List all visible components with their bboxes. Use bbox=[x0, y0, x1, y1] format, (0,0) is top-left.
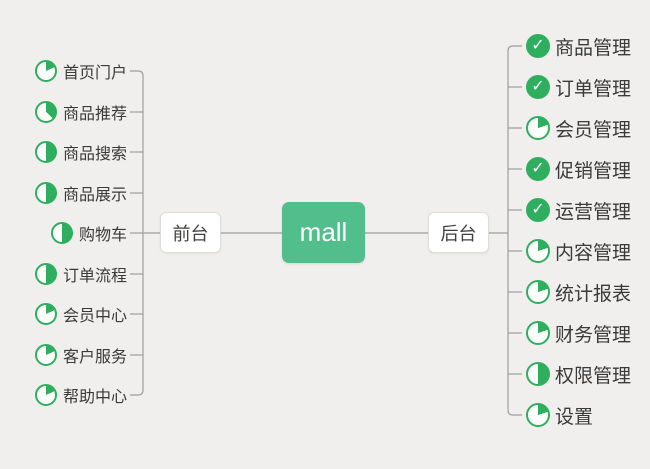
pie-progress-icon bbox=[526, 362, 550, 386]
leaf-label: 商品管理 bbox=[555, 37, 632, 59]
leaf-label: 商品搜索 bbox=[62, 146, 127, 163]
pie-progress-icon bbox=[526, 403, 550, 427]
check-circle-icon: ✓ bbox=[526, 198, 550, 222]
leaf-item[interactable]: ✓ 运营管理 bbox=[526, 197, 631, 223]
leaf-item[interactable]: 设置 bbox=[526, 402, 593, 428]
branch-node-frontend[interactable]: 前台 bbox=[160, 212, 221, 253]
leaf-label: 会员中心 bbox=[62, 308, 127, 325]
leaf-label: 购物车 bbox=[78, 227, 127, 244]
leaf-item[interactable]: 购物车 bbox=[50, 221, 127, 245]
leaf-label: 订单管理 bbox=[555, 78, 632, 100]
leaf-label: 设置 bbox=[555, 406, 594, 428]
leaf-item[interactable]: 订单流程 bbox=[34, 262, 127, 286]
leaf-label: 商品展示 bbox=[62, 187, 127, 204]
check-circle-icon: ✓ bbox=[526, 75, 550, 99]
branch-node-backend[interactable]: 后台 bbox=[428, 212, 489, 253]
leaf-item[interactable]: 帮助中心 bbox=[34, 383, 127, 407]
pie-progress-icon bbox=[526, 239, 550, 263]
leaf-item[interactable]: 权限管理 bbox=[526, 361, 631, 387]
leaf-item[interactable]: ✓ 商品管理 bbox=[526, 33, 631, 59]
leaf-label: 内容管理 bbox=[555, 242, 632, 264]
pie-progress-icon bbox=[526, 321, 550, 345]
leaf-label: 促销管理 bbox=[555, 160, 632, 182]
leaf-item[interactable]: ✓ 订单管理 bbox=[526, 74, 631, 100]
pie-progress-icon bbox=[526, 116, 550, 140]
leaf-item[interactable]: 会员管理 bbox=[526, 115, 631, 141]
leaf-label: 客户服务 bbox=[62, 349, 127, 366]
leaf-item[interactable]: 商品搜索 bbox=[34, 140, 127, 164]
leaf-item[interactable]: 客户服务 bbox=[34, 343, 127, 367]
pie-progress-icon bbox=[526, 280, 550, 304]
pie-progress-icon bbox=[34, 263, 57, 285]
pie-progress-icon bbox=[34, 101, 57, 123]
pie-progress-icon bbox=[50, 222, 73, 244]
leaf-item[interactable]: 商品推荐 bbox=[34, 100, 127, 124]
check-circle-icon: ✓ bbox=[526, 34, 550, 58]
pie-progress-icon bbox=[34, 303, 57, 325]
leaf-item[interactable]: 商品展示 bbox=[34, 181, 127, 205]
leaf-label: 商品推荐 bbox=[62, 106, 127, 123]
leaf-item[interactable]: ✓ 促销管理 bbox=[526, 156, 631, 182]
leaf-label: 权限管理 bbox=[555, 365, 632, 387]
pie-progress-icon bbox=[34, 141, 57, 163]
leaf-item[interactable]: 统计报表 bbox=[526, 279, 631, 305]
leaf-label: 首页门户 bbox=[62, 65, 127, 82]
leaf-label: 会员管理 bbox=[555, 119, 632, 141]
leaf-label: 订单流程 bbox=[62, 268, 127, 285]
root-node-mall[interactable]: mall bbox=[282, 202, 365, 263]
check-circle-icon: ✓ bbox=[526, 157, 550, 181]
leaf-item[interactable]: 财务管理 bbox=[526, 320, 631, 346]
leaf-label: 帮助中心 bbox=[62, 389, 127, 406]
leaf-label: 财务管理 bbox=[555, 324, 632, 346]
leaf-item[interactable]: 首页门户 bbox=[34, 59, 127, 83]
leaf-item[interactable]: 会员中心 bbox=[34, 302, 127, 326]
leaf-item[interactable]: 内容管理 bbox=[526, 238, 631, 264]
pie-progress-icon bbox=[34, 182, 57, 204]
leaf-label: 运营管理 bbox=[555, 201, 632, 223]
pie-progress-icon bbox=[34, 384, 57, 406]
leaf-label: 统计报表 bbox=[555, 283, 632, 305]
pie-progress-icon bbox=[34, 344, 57, 366]
pie-progress-icon bbox=[34, 60, 57, 82]
